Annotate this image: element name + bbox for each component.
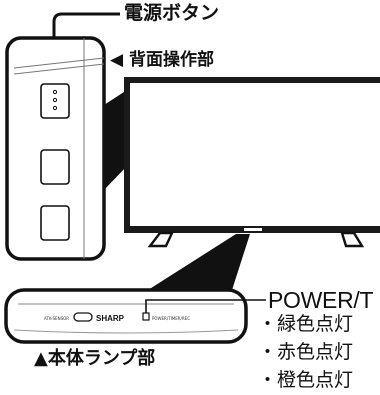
power-indicator-label: POWER/T: [268, 287, 374, 313]
rear-button-2: [40, 149, 70, 185]
tv-stand-left: [147, 231, 174, 248]
status-red-on: ・赤色点灯: [258, 341, 354, 363]
bar-right-print: POWER/TIMER/REC: [152, 316, 190, 321]
front-lamp-label: ▲本体ランプ部: [34, 348, 156, 369]
status-green-on: ・緑色点灯: [258, 313, 354, 335]
rear-panel-edge: [13, 38, 105, 259]
tv-stand-right: [340, 231, 365, 248]
power-dot-2: [52, 97, 58, 103]
front-lamp-magnified: [4, 288, 248, 344]
tv-logo-mark: [244, 228, 262, 231]
power-dot-3: [52, 105, 58, 111]
tv-screen: [130, 83, 380, 226]
front-lamp-connector: [148, 234, 250, 290]
power-dot-1: [52, 89, 58, 95]
power-indicator-leader: [145, 299, 266, 313]
power-button-label: 電源ボタン: [124, 2, 220, 24]
sensor-window: [73, 312, 93, 322]
power-button-leader: [52, 12, 120, 84]
rear-button-3: [40, 205, 70, 241]
front-bar-bottom: [13, 329, 239, 334]
power-indicator-lamp: [142, 312, 150, 321]
rear-panel-connector: [104, 90, 127, 190]
power-button-shape: [40, 83, 70, 119]
bar-left-print: ATK-SENSOR: [44, 316, 69, 321]
status-orange-on: ・橙色点灯: [258, 369, 354, 391]
rear-panel-label: ◀ 背面操作部: [110, 50, 214, 70]
bar-brand: SHARP: [96, 314, 125, 323]
